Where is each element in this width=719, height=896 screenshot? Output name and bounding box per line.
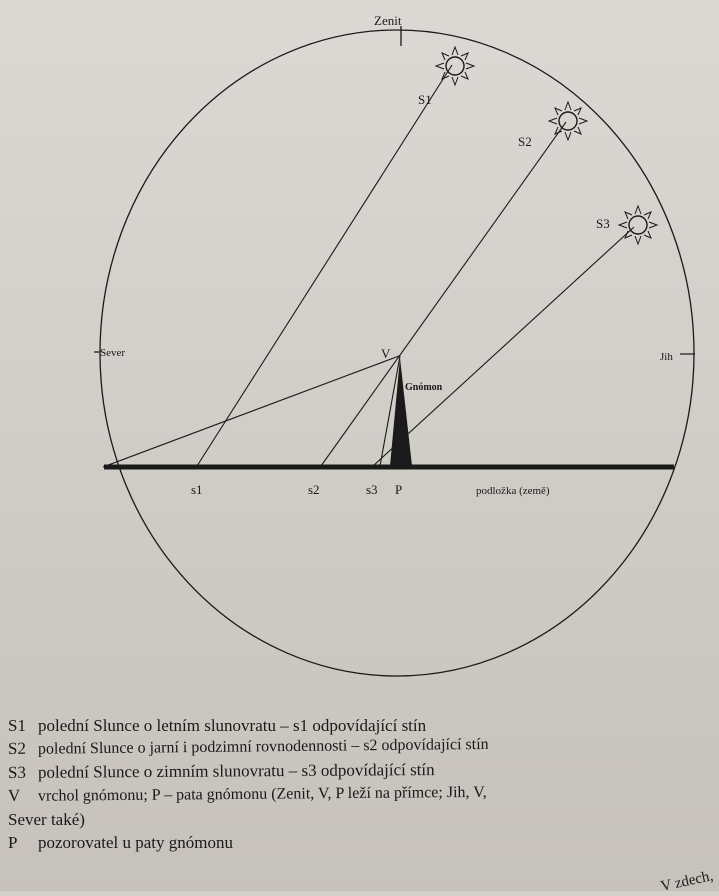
legend-key: P	[8, 833, 18, 852]
legend-text: polední Slunce o letním slunovratu – s1 …	[38, 716, 427, 735]
legend-row-v-cont: Sever také)	[8, 808, 719, 831]
shadow-label-s3: s3	[366, 482, 378, 497]
legend-text: vrchol gnómonu; P – pata gnómonu (Zenit,…	[37, 783, 487, 805]
south-label: Jih	[660, 351, 673, 363]
sun-icon-s3	[618, 205, 658, 245]
gnomon	[390, 358, 412, 466]
legend-key: V	[7, 785, 21, 805]
ray-s2	[320, 121, 567, 467]
sun-label-s1: S1	[418, 92, 432, 107]
shadow-s1-line	[102, 355, 400, 468]
zenith-label: Zenit	[374, 13, 402, 28]
ray-s1	[196, 64, 453, 467]
sun-icon-s2	[548, 101, 588, 141]
gnomon-diagram: Zenit Sever Jih Gnómon V s1 s2 s3 P podl…	[94, 13, 695, 677]
ground-label: podložka (země)	[476, 485, 550, 497]
legend-text: pozorovatel u paty gnómonu	[38, 833, 233, 852]
legend-text: polední Slunce o jarní i podzimní rovnod…	[37, 735, 489, 758]
gnomon-axis	[379, 355, 401, 467]
sun-label-s3: S3	[596, 216, 610, 231]
legend-key: S2	[7, 738, 27, 758]
legend: S1 polední Slunce o letním slunovratu – s…	[8, 714, 719, 854]
sun-icon-s1	[435, 46, 475, 86]
legend-key: S3	[7, 762, 27, 782]
ray-s3	[372, 226, 635, 467]
legend-row-s1: S1 polední Slunce o letním slunovratu – s…	[8, 714, 719, 737]
legend-text: Sever také)	[8, 810, 85, 829]
foot-label: P	[395, 482, 402, 497]
north-label: Sever	[100, 347, 125, 359]
gnomon-label: Gnómon	[405, 382, 443, 393]
celestial-circle	[99, 29, 695, 677]
vertex-label: V	[381, 346, 391, 361]
shadow-label-s1: s1	[191, 482, 203, 497]
legend-text: polední Slunce o zimním slunovratu – s3 …	[37, 760, 435, 782]
cut-off-text: V zdech,	[659, 868, 715, 895]
shadow-label-s2: s2	[308, 482, 320, 497]
legend-key: S1	[8, 716, 26, 735]
sun-label-s2: S2	[518, 134, 532, 149]
